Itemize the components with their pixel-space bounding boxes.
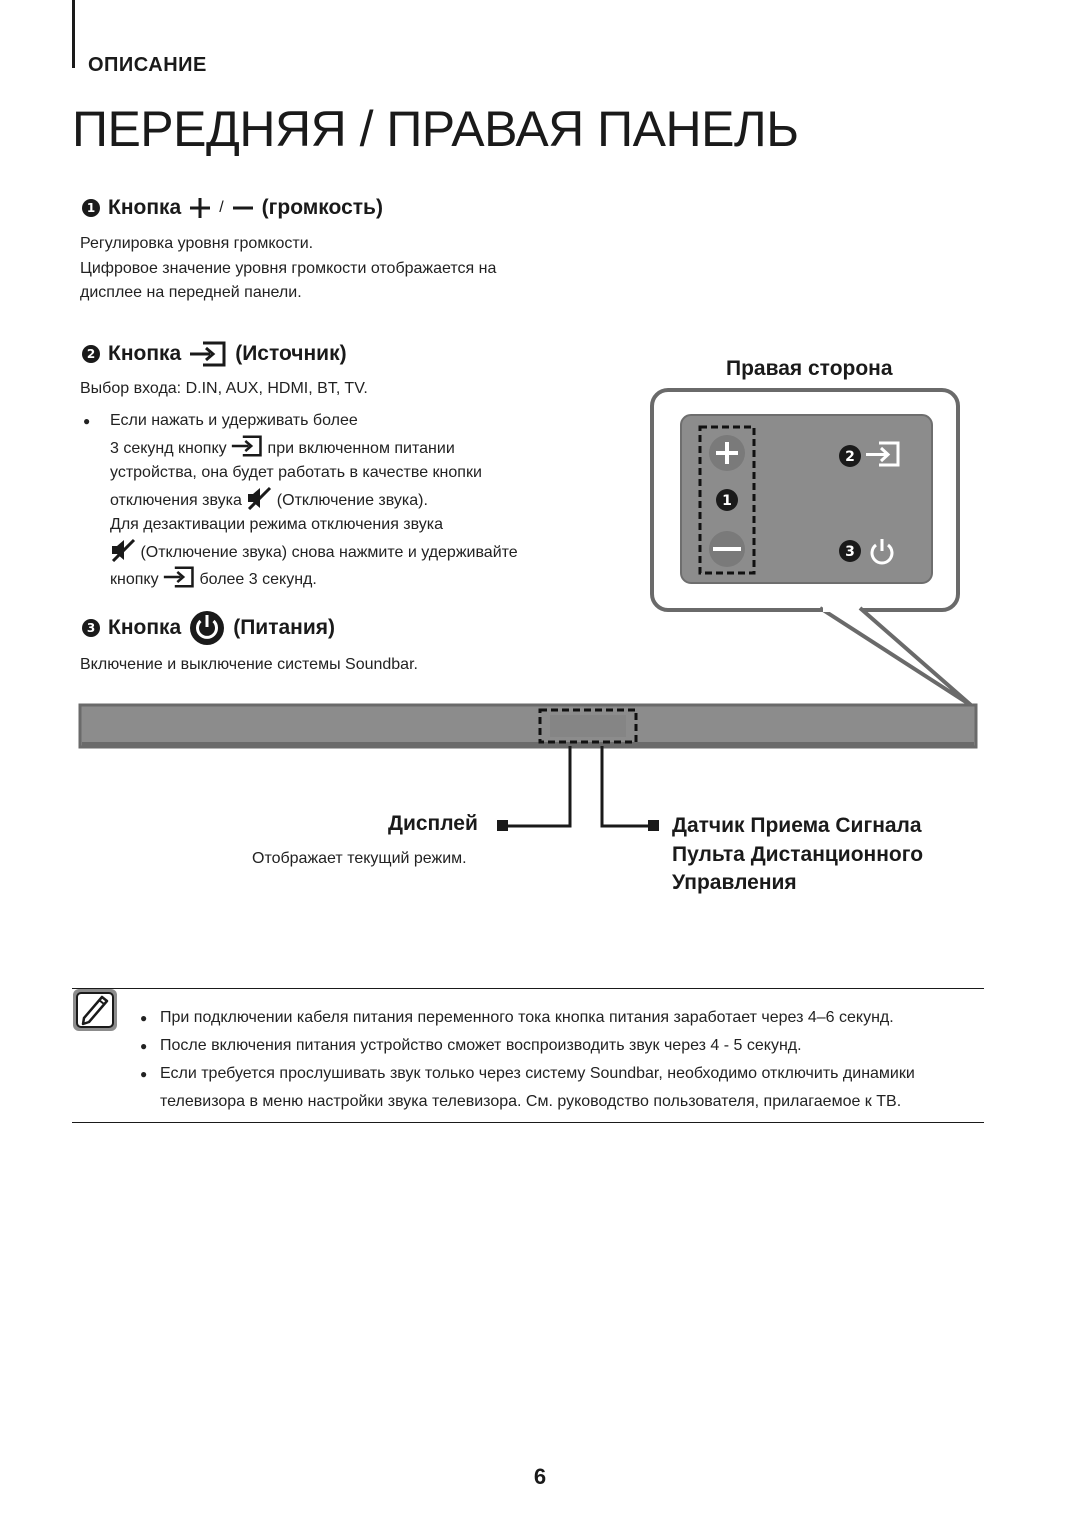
notes-list: ● При подключении кабеля питания перемен… [140,1004,980,1116]
remote-sensor-label-line: Пульта Дистанционного [672,842,924,866]
note-item: ● При подключении кабеля питания перемен… [140,1004,980,1032]
remote-sensor-label: Датчик Приема Сигнала Пульта Дистанционн… [672,812,923,898]
remote-sensor-label-line: Датчик Приема Сигнала [672,814,922,837]
mute-icon [111,538,136,562]
panel-badge-2-text: 2 [845,449,855,465]
item3-description: Включение и выключение системы Soundbar. [80,656,418,673]
note-item: ● Если требуется прослушивать звук тольк… [140,1060,980,1116]
callout-pointer [818,606,974,708]
note-text: После включения питания устройство сможе… [160,1037,802,1054]
panel-badge-3-text: 3 [845,544,855,560]
note-text: Если требуется прослушивать звук только … [160,1065,915,1110]
note-pencil-icon [73,989,117,1031]
item1-number: 1 [82,199,100,217]
remote-sensor-label-line: Управления [672,871,797,894]
bullet-text: 3 секунд кнопку [110,439,227,457]
display-window-outline [538,708,638,744]
section-label: ОПИСАНИЕ [88,54,207,76]
item2-suffix: (Источник) [235,342,347,365]
item2-bullet: ● Если нажать и удерживать более 3 секун… [83,409,570,593]
bullet-text: (Отключение звука). [276,491,428,509]
panel-power-icon [870,539,894,565]
soundbar-body [78,703,978,749]
bullet-dot: ● [83,414,91,428]
note-item: ● После включения питания устройство смо… [140,1032,980,1060]
item1-line: дисплее на передней панели. [80,284,302,301]
note-dot: ● [140,1011,148,1025]
bullet-text: отключения звука [110,491,242,509]
item1-slash: / [219,199,224,216]
item3-number: 3 [82,619,100,637]
item1-heading: 1 Кнопка / (громкость) [82,196,383,220]
bullet-text: устройства, она будет работать в качеств… [110,464,482,481]
note-dot: ● [140,1067,148,1081]
bullet-text: более 3 секунд. [199,571,317,588]
display-description: Отображает текущий режим. [252,850,467,867]
panel-badge-1-text: 1 [722,493,732,509]
bullet-text: при включенном питании [267,439,455,457]
power-icon [190,611,225,645]
item3-heading: 3 Кнопка (Питания) [82,610,335,646]
item3-suffix: (Питания) [233,616,336,639]
note-text: При подключении кабеля питания переменно… [160,1009,894,1026]
bullet-text: (Отключение звука) снова нажмите и удерж… [140,543,518,561]
page-title: ПЕРЕДНЯЯ / ПРАВАЯ ПАНЕЛЬ [72,101,799,157]
display-label: Дисплей [388,812,478,835]
item1-line: Регулировка уровня громкости. [80,235,314,252]
volume-group-outline [698,425,756,575]
item3-label: Кнопка [108,616,182,639]
source-icon [190,341,226,367]
mute-icon [248,486,272,510]
item1-suffix: (громкость) [261,196,383,219]
note-dot: ● [140,1039,148,1053]
item1-description: Регулировка уровня громкости. Цифровое з… [80,232,496,306]
page-number: 6 [533,1464,547,1489]
panel-source-icon [866,441,900,467]
item2-heading: 2 Кнопка (Источник) [82,340,347,368]
right-side-title: Правая сторона [726,357,893,380]
bullet-text: Если нажать и удерживать более [110,412,358,429]
leader-lines [497,746,659,831]
item2-label: Кнопка [108,342,182,365]
header-rule [72,0,75,68]
item1-label: Кнопка [108,196,182,219]
source-icon [163,566,194,588]
plus-icon [190,198,211,218]
display-window [550,715,626,737]
minus-icon [232,206,253,210]
panel-minus-icon [713,547,741,551]
panel-badge-1 [716,489,738,511]
panel-badge-2 [839,445,861,467]
item2-number: 2 [82,345,100,363]
notes-bottom-rule [72,1122,984,1123]
item1-line: Цифровое значение уровня громкости отобр… [80,259,497,277]
bullet-text: Для дезактивации режима отключения звука [110,516,444,533]
panel-diagram: 1 2 3 [78,388,978,749]
item2-description: Выбор входа: D.IN, AUX, HDMI, BT, TV. [80,380,368,397]
bullet-text: кнопку [110,571,159,588]
source-icon [231,434,262,457]
panel-badge-3 [839,540,861,562]
notes-top-rule [72,988,984,989]
